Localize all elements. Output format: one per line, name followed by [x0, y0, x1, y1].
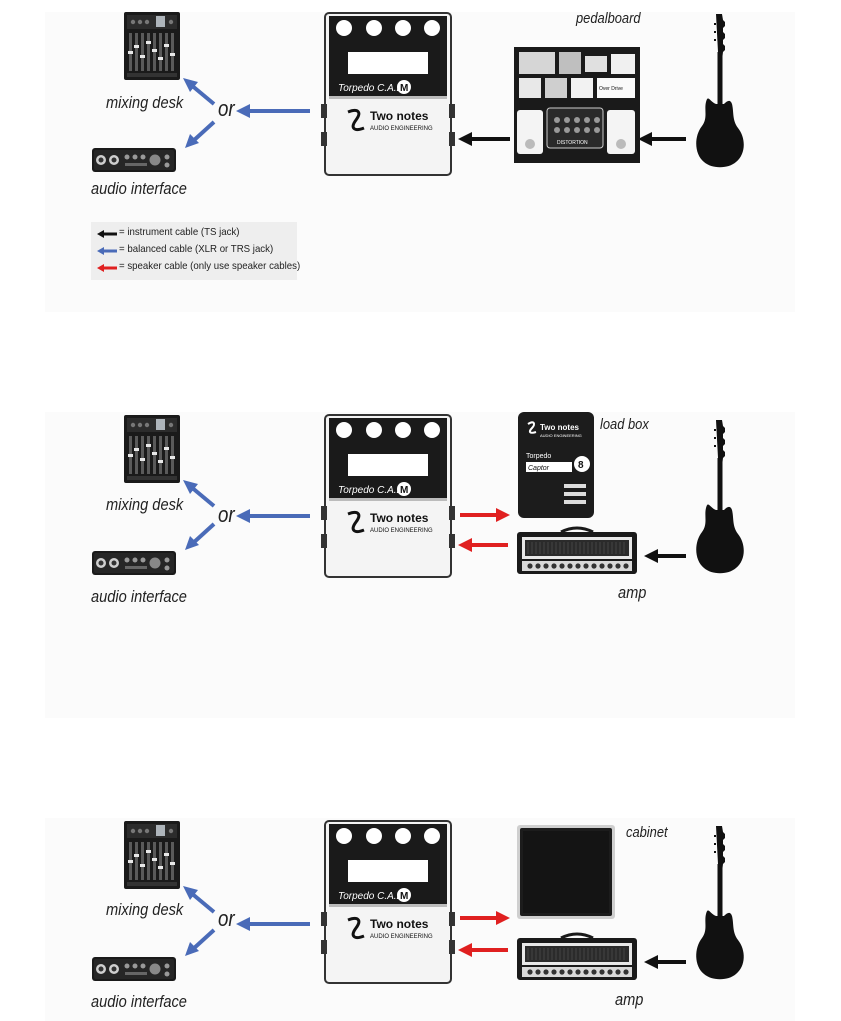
instrument-cable-swatch: [97, 230, 117, 238]
guitar-icon: [692, 824, 748, 984]
or-label: or: [218, 906, 235, 931]
svg-text:DISTORTION: DISTORTION: [557, 140, 588, 146]
cable-arrows: [183, 480, 686, 563]
svg-text:Two notes: Two notes: [370, 917, 429, 931]
balanced-cable-arrow-up: [183, 480, 216, 508]
guitar-icon: [692, 12, 748, 172]
mixing-desk-label: mixing desk: [106, 495, 184, 514]
or-label: or: [218, 502, 235, 527]
cable-arrows: [183, 78, 686, 148]
svg-text:M: M: [400, 83, 408, 94]
legend-text: = balanced cable (XLR or TRS jack): [119, 243, 274, 255]
svg-text:Torpedo C.A.B.: Torpedo C.A.B.: [338, 83, 406, 94]
balanced-cable-arrow-down: [185, 120, 216, 148]
or-label: or: [218, 96, 235, 121]
pedalboard-icon: Over Drive DISTORTION: [514, 47, 640, 163]
torpedo-cab-m-device: Torpedo C.A.B. M Two notes AUDIO ENGINEE…: [321, 12, 455, 176]
svg-text:Two notes: Two notes: [540, 423, 580, 432]
svg-text:AUDIO ENGINEERING: AUDIO ENGINEERING: [540, 433, 582, 438]
svg-text:AUDIO ENGINEERING: AUDIO ENGINEERING: [370, 528, 433, 534]
mixing-desk-label: mixing desk: [106, 900, 184, 919]
cable-legend: = instrument cable (TS jack) = balanced …: [91, 222, 301, 280]
svg-text:Two notes: Two notes: [370, 511, 429, 525]
speaker-cabinet-icon: [516, 824, 616, 920]
legend-text: = speaker cable (only use speaker cables…: [119, 260, 301, 272]
svg-text:M: M: [400, 485, 408, 496]
legend-text: = instrument cable (TS jack): [119, 226, 240, 238]
svg-text:Torpedo C.A.B.: Torpedo C.A.B.: [338, 485, 406, 496]
torpedo-cab-m-device: Torpedo C.A.B. M Two notes AUDIO ENGINEE…: [321, 414, 455, 578]
instrument-cable-arrow-guitar: [644, 955, 686, 969]
speaker-cable-arrow-from-amp: [458, 943, 508, 957]
amp-label: amp: [618, 583, 647, 602]
amp-head-icon: [516, 932, 638, 982]
svg-text:Two notes: Two notes: [370, 109, 429, 123]
torpedo-cab-m-device: Torpedo C.A.B. M Two notes AUDIO ENGINEE…: [321, 820, 455, 984]
svg-text:M: M: [400, 891, 408, 902]
svg-text:Over Drive: Over Drive: [599, 86, 623, 92]
audio-interface-label: audio interface: [91, 992, 187, 1011]
svg-text:Torpedo: Torpedo: [526, 453, 551, 460]
svg-text:AUDIO ENGINEERING: AUDIO ENGINEERING: [370, 126, 433, 132]
load-box-label: load box: [600, 416, 649, 433]
cabinet-label: cabinet: [626, 824, 668, 841]
guitar-icon: [692, 418, 748, 578]
svg-text:8: 8: [578, 460, 584, 471]
mixing-desk-label: mixing desk: [106, 93, 184, 112]
torpedo-captor-loadbox-icon: Two notes AUDIO ENGINEERING Torpedo Capt…: [518, 412, 594, 518]
instrument-cable-arrow-guitar: [638, 132, 686, 146]
balanced-cable-arrow-up: [183, 78, 216, 106]
balanced-cable-arrow-from-torpedo: [236, 509, 310, 523]
amp-head-icon: [516, 526, 638, 576]
balanced-cable-swatch: [97, 247, 117, 255]
balanced-cable-arrow-from-torpedo: [236, 917, 310, 931]
svg-text:AUDIO ENGINEERING: AUDIO ENGINEERING: [370, 934, 433, 940]
speaker-cable-arrow-to-cabinet: [460, 911, 510, 925]
audio-interface-label: audio interface: [91, 587, 187, 606]
instrument-cable-arrow-pedalboard: [458, 132, 510, 146]
balanced-cable-arrow-up: [183, 886, 216, 914]
balanced-cable-arrow-from-torpedo: [236, 104, 310, 118]
balanced-cable-arrow-down: [185, 522, 216, 550]
svg-text:Torpedo C.A.B.: Torpedo C.A.B.: [338, 891, 406, 902]
instrument-cable-arrow-guitar: [644, 549, 686, 563]
audio-interface-label: audio interface: [91, 179, 187, 198]
amp-label: amp: [615, 990, 644, 1009]
cable-arrows: [183, 886, 686, 969]
balanced-cable-arrow-down: [185, 928, 216, 956]
svg-text:Captor: Captor: [528, 465, 550, 472]
speaker-cable-arrow-from-amp: [458, 538, 508, 552]
pedalboard-label: pedalboard: [576, 10, 641, 27]
speaker-cable-arrow-to-loadbox: [460, 508, 510, 522]
speaker-cable-swatch: [97, 264, 117, 272]
